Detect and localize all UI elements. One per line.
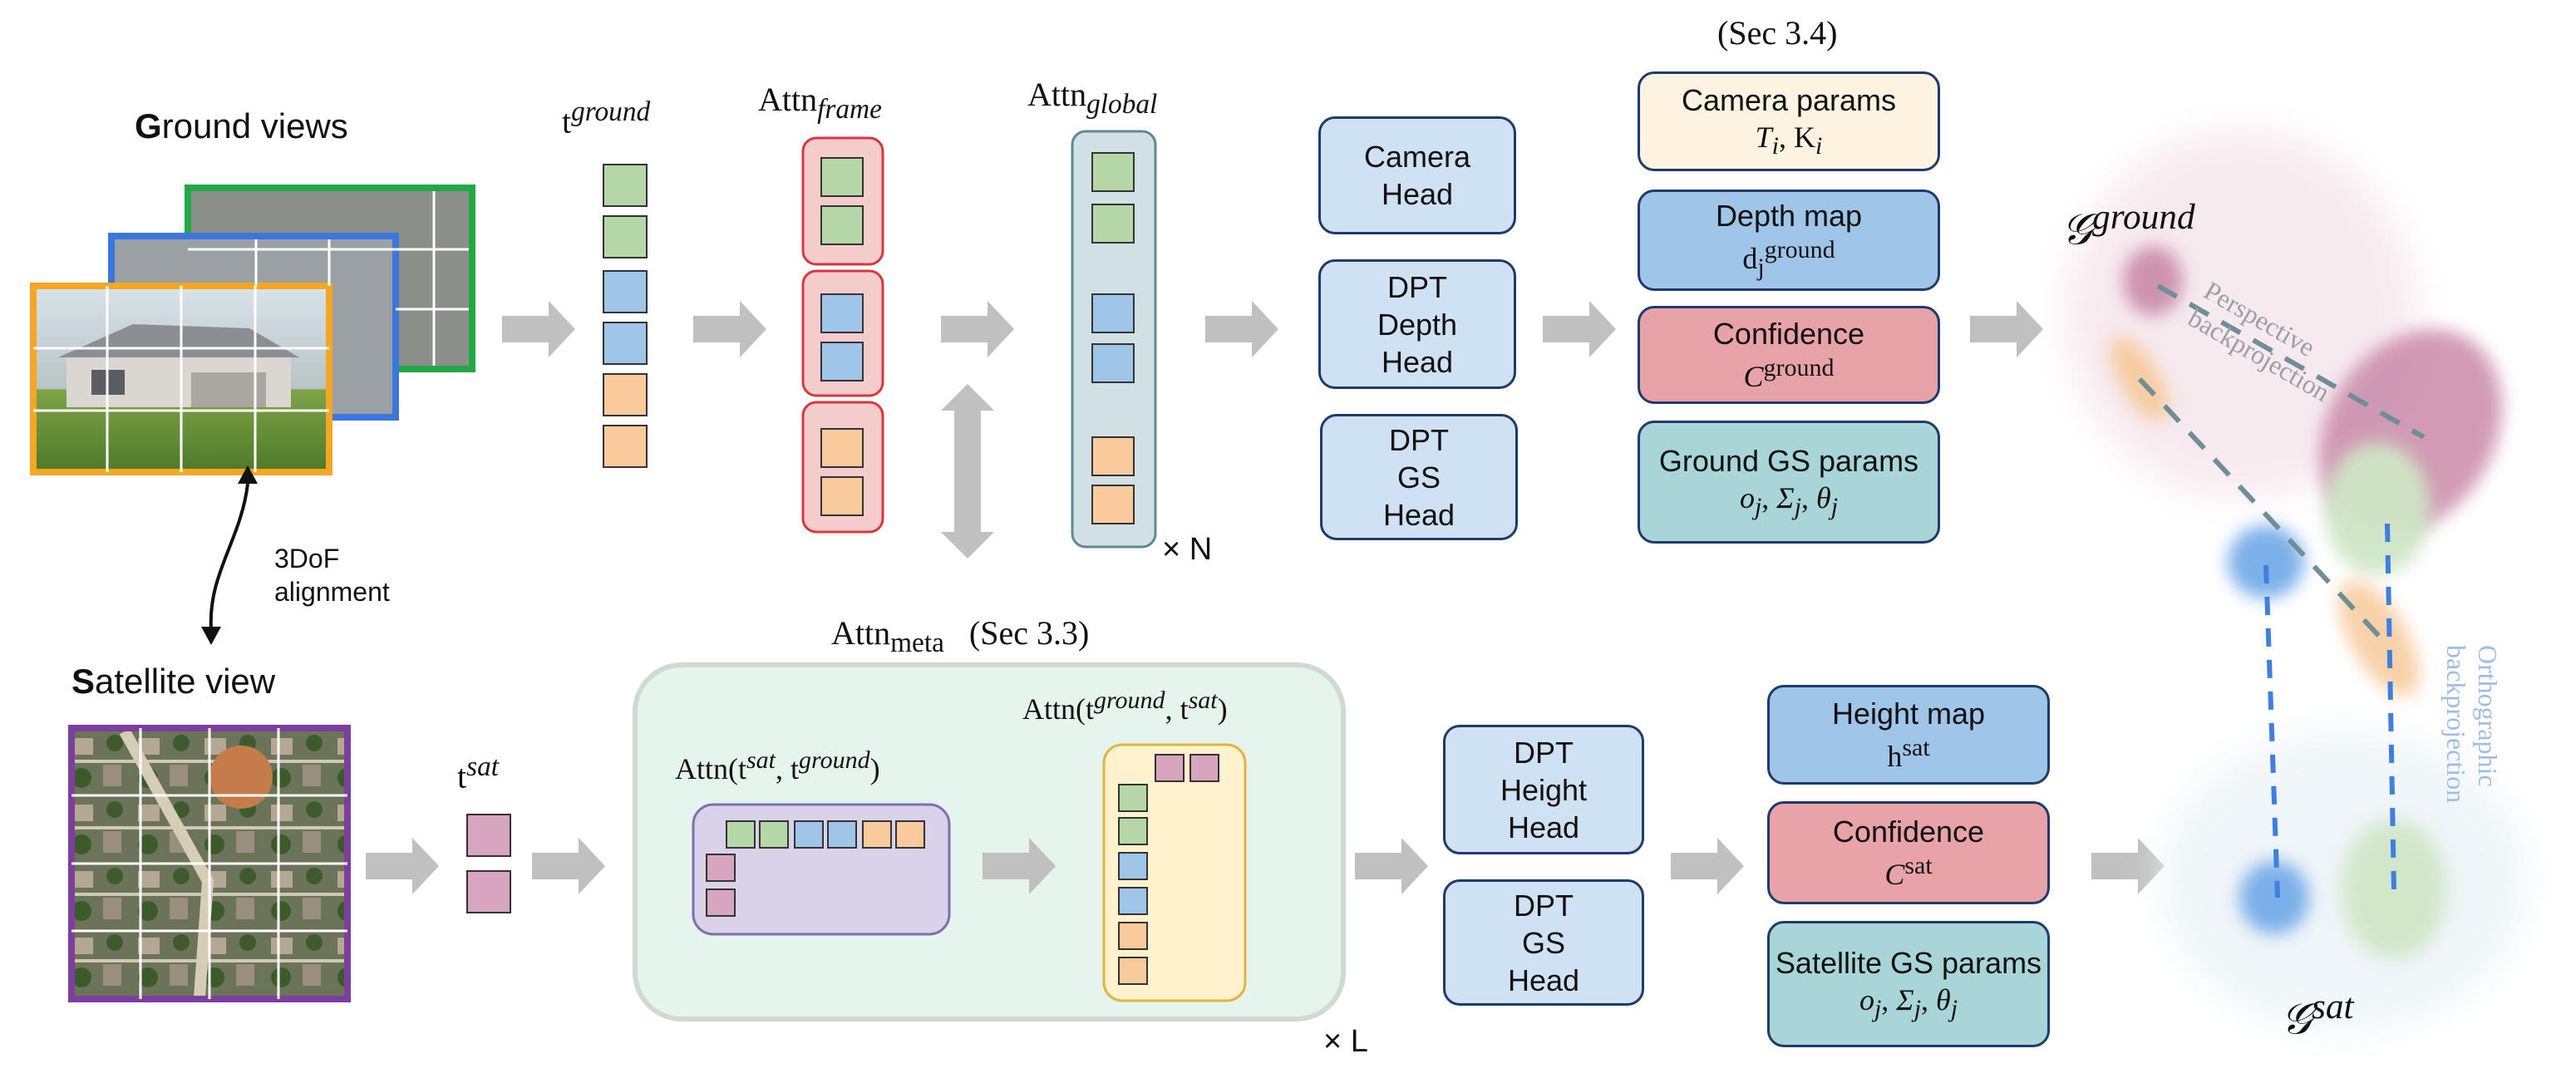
t-ground-label: tground [562,96,651,140]
arrow-1 [502,301,575,357]
attn-global-label: Attnglobal [1027,76,1158,120]
depth-map-box: Depth map djground [1638,190,1940,291]
t-sat-tokens [466,814,511,913]
attn-global-block [1071,130,1157,549]
token-orange [603,425,648,468]
g-sat-label: 𝒢sat [2281,987,2354,1044]
arrow-6 [1970,301,2043,357]
satellite-gs-params-box: Satellite GS params oj, Σj, θj [1767,921,2050,1047]
arrow-11 [1671,838,1744,894]
arrow-8 [532,838,605,894]
satellite-view-title: Satellite view [71,662,276,701]
height-map-box: Height map hsat [1767,685,2050,785]
alignment-arrowhead-top [238,465,258,484]
confidence-sat-math: Csat [1884,851,1933,891]
satellite-photo-icon [68,725,351,1002]
sec34-label: (Sec 3.4) [1717,14,1838,52]
ground-views-title: Ground views [135,106,348,145]
arrow-2 [693,301,766,357]
arrow-meta [983,838,1056,894]
attn-meta-label: Attnmeta (Sec 3.3) [831,614,1090,658]
height-map-math: hsat [1887,733,1930,773]
attn-frame-blocks [801,136,884,534]
arrow-4 [1205,301,1278,357]
token-green [603,215,648,258]
arrow-5 [1543,301,1616,357]
confidence-ground-box: Confidence Cground [1638,306,1940,404]
alignment-arrow-icon [209,483,249,631]
confidence-sat-box: Confidence Csat [1767,801,2050,904]
attn-frame-label: Attnframe [758,81,882,125]
attn-ground-sat-label: Attn(tground, tsat) [1022,687,1228,726]
attn-meta-panel [633,662,1346,1021]
token-orange [603,373,648,416]
repeat-n-label: × N [1162,532,1213,567]
confidence-ground-math: Cground [1743,353,1835,393]
repeat-l-label: × L [1323,1024,1368,1059]
ground-view-stack [30,185,475,475]
token-blue [603,270,648,313]
satellite-gs-params-math: oj, Σj, θj [1859,982,1958,1022]
camera-params-math: Ti, Ki [1755,120,1823,160]
arrow-10 [1355,838,1428,894]
t-sat-label: tsat [457,751,500,795]
arrow-7 [366,838,439,894]
ground-gs-params-box: Ground GS params oj, Σj, θj [1638,421,1940,544]
token-blue [603,322,648,365]
arrow-12 [2091,838,2165,894]
ground-gs-params-math: oj, Σj, θj [1739,480,1839,520]
vertical-double-arrow-icon [941,384,994,559]
arrow-3 [941,301,1014,357]
patch-grid [33,191,469,472]
token-green [603,164,648,207]
gaussian-splat-icon [2066,131,2527,1031]
alignment-arrowhead-bottom [201,627,221,645]
attn-sat-ground-label: Attn(tsat, tground) [675,746,880,785]
depth-map-math: djground [1742,236,1835,282]
g-ground-label: 𝒢ground [2061,197,2195,254]
camera-params-box: Camera params Ti, Ki [1638,71,1940,171]
t-ground-tokens [603,164,648,468]
flow-arrows [366,301,2165,894]
